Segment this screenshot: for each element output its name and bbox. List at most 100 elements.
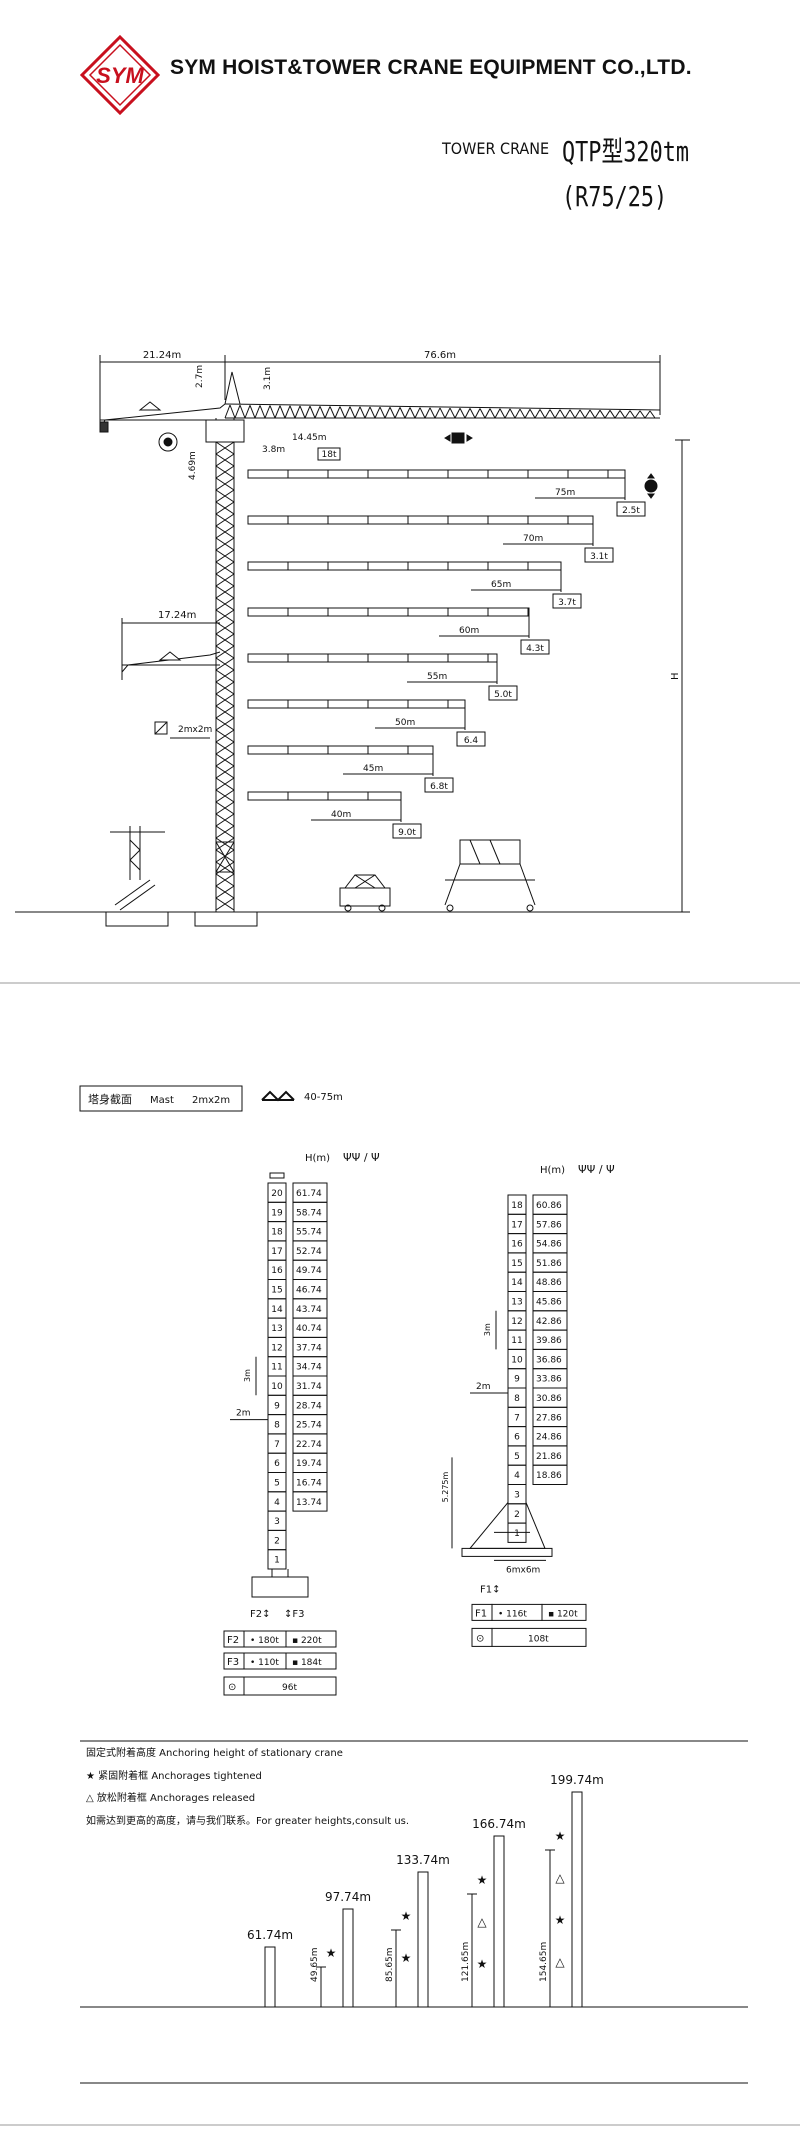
trolley-icon <box>451 432 465 444</box>
height-value: 61.74 <box>296 1189 322 1199</box>
top-h1-dim: 2.7m <box>195 365 205 388</box>
anchor-height: 49.65m <box>310 1947 320 1982</box>
anchor-tightened-icon: ★ <box>401 1951 412 1965</box>
section-number: 5 <box>274 1479 280 1489</box>
section-number: 17 <box>271 1247 282 1257</box>
section-number: 16 <box>271 1266 283 1276</box>
section-number: 15 <box>511 1259 522 1269</box>
height-value: 49.74 <box>296 1266 322 1276</box>
force-label: F3 <box>227 1657 239 1668</box>
height-value: 54.86 <box>536 1240 562 1250</box>
base-width: 6mx6m <box>506 1565 540 1575</box>
height-value: 37.74 <box>296 1343 322 1353</box>
load-radius: 45m <box>363 764 383 774</box>
section-number: 4 <box>514 1471 520 1481</box>
left-mast-table: H(m)ΨΨ / Ψ201918171615141312111098765432… <box>223 1151 380 1696</box>
cab-offset-dim: 3.8m <box>262 445 285 455</box>
height-value: 51.86 <box>536 1259 562 1269</box>
section-number: 15 <box>271 1286 282 1296</box>
section-number: 13 <box>511 1298 522 1308</box>
mast-label: Mast <box>150 1095 174 1106</box>
anchor-released-icon: △ <box>555 1955 565 1969</box>
height-value: 30.86 <box>536 1394 562 1404</box>
greater-heights-note: 如需达到更高的高度，请与我们联系。For greater heights,con… <box>86 1814 409 1827</box>
mast-info: 塔身截面 Mast 2mx2m 40-75m <box>79 1085 343 1112</box>
load-value: 6.4 <box>464 736 479 746</box>
ballast-icon: ⊙ <box>476 1633 484 1644</box>
section-number: 1 <box>514 1529 520 1539</box>
anchor-tightened-icon: ★ <box>555 1829 566 1843</box>
load-value: 2.5t <box>622 506 640 516</box>
section-number: 14 <box>271 1305 283 1315</box>
force-v1: • 180t <box>250 1636 279 1646</box>
hook-icon: ΨΨ / Ψ <box>343 1151 380 1164</box>
height-value: 33.86 <box>536 1375 562 1385</box>
tower-height: 166.74m <box>472 1817 526 1831</box>
height-value: 27.86 <box>536 1413 562 1423</box>
hook-icon: ΨΨ / Ψ <box>578 1163 615 1176</box>
section-number: 10 <box>271 1382 283 1392</box>
height-value: 19.74 <box>296 1459 322 1469</box>
mast-value: 2mx2m <box>192 1095 230 1106</box>
section-number: 14 <box>511 1278 523 1288</box>
tower-height: 97.74m <box>325 1890 371 1904</box>
height-value: 57.86 <box>536 1220 562 1230</box>
crane-elevation: 21.24m 76.6m 2.7m 3.1m 14.45m 3.8m 18t 4… <box>15 350 690 927</box>
ballast-value: 96t <box>282 1683 297 1693</box>
height-value: 13.74 <box>296 1498 322 1508</box>
section-number: 6 <box>514 1433 520 1443</box>
height-value: 18.86 <box>536 1471 562 1481</box>
h-label: H(m) <box>305 1153 330 1164</box>
section-number: 8 <box>274 1421 280 1431</box>
logo-text: SYM <box>96 63 144 88</box>
anchor-released-icon: △ <box>477 1915 487 1929</box>
height-value: 22.74 <box>296 1440 322 1450</box>
section-number: 17 <box>511 1220 522 1230</box>
anchor-released-icon: △ <box>555 1871 565 1885</box>
force-label: F1 <box>475 1608 487 1619</box>
section-number: 2 <box>274 1536 280 1546</box>
tower-height: 61.74m <box>247 1928 293 1942</box>
force-v2: ▪ 220t <box>292 1636 322 1646</box>
section-number: 1 <box>274 1556 280 1566</box>
anchoring-title: 固定式附着高度 Anchoring height of stationary c… <box>86 1746 343 1759</box>
section-number: 16 <box>511 1240 523 1250</box>
force-v2: ▪ 184t <box>292 1658 322 1668</box>
anchor-tower: 61.74m <box>247 1928 293 2008</box>
hook-offset-dim: 14.45m <box>292 433 327 443</box>
section-number: 20 <box>271 1189 283 1199</box>
height-value: 28.74 <box>296 1401 322 1411</box>
top-h2-dim: 3.1m <box>263 367 273 390</box>
jib-length-dim: 76.6m <box>424 350 456 361</box>
height-value: 52.74 <box>296 1247 322 1257</box>
section-number: 6 <box>274 1459 280 1469</box>
ballast-value: 108t <box>528 1634 549 1644</box>
section-number: 7 <box>274 1440 280 1450</box>
section-number: 10 <box>511 1355 523 1365</box>
section-number: 7 <box>514 1413 520 1423</box>
model-sub: (R75/25) <box>562 180 668 213</box>
right-mast-table: H(m)ΨΨ / Ψ18171615141312111098765432160.… <box>441 1163 615 1647</box>
anchor-tightened-icon: ★ <box>477 1873 488 1887</box>
legend-released: △ 放松附着框 Anchorages released <box>86 1791 255 1804</box>
section-number: 2 <box>514 1510 520 1520</box>
tip-height-label: H <box>670 672 681 680</box>
force-v2: ▪ 120t <box>548 1609 578 1619</box>
section-number: 18 <box>271 1228 283 1238</box>
height-value: 42.86 <box>536 1317 562 1327</box>
load-radius: 55m <box>427 672 447 682</box>
section-number: 11 <box>511 1336 522 1346</box>
load-radius: 70m <box>523 534 543 544</box>
climb-counter-jib-dim: 17.24m <box>158 610 196 621</box>
height-value: 25.74 <box>296 1421 322 1431</box>
section-number: 3 <box>274 1517 280 1527</box>
force-v1: • 110t <box>250 1658 279 1668</box>
ballast-icon: ⊙ <box>228 1682 236 1693</box>
height-value: 34.74 <box>296 1363 322 1373</box>
